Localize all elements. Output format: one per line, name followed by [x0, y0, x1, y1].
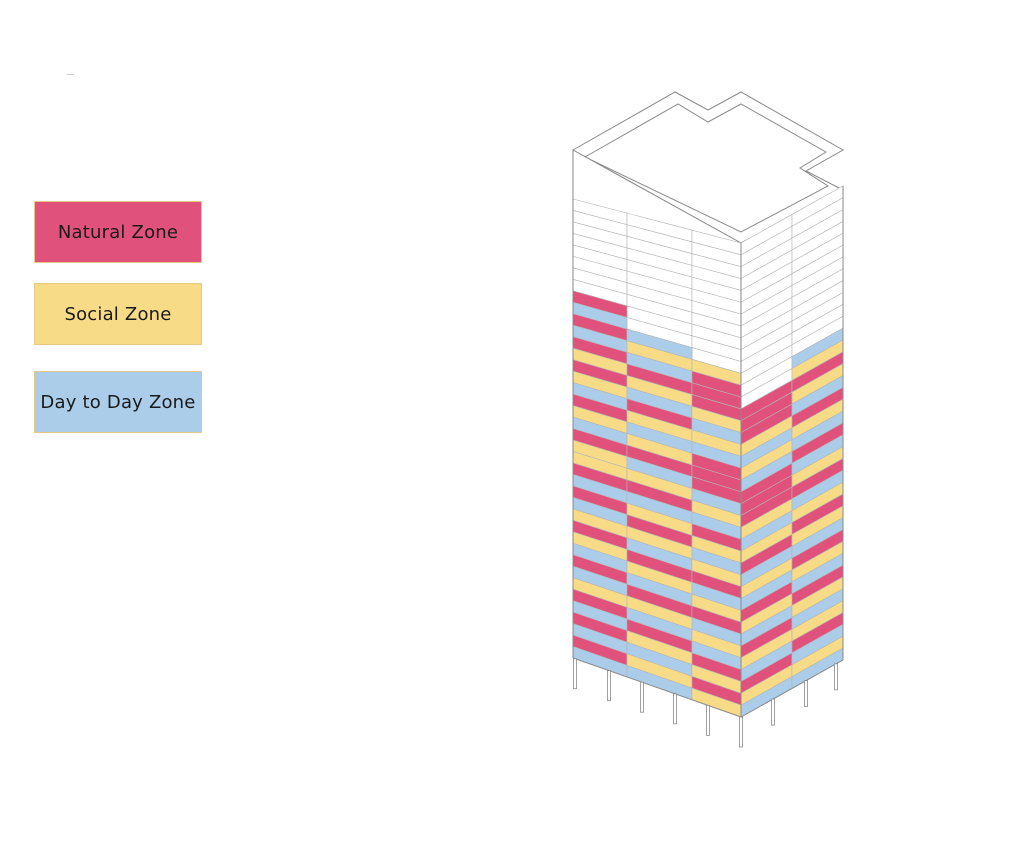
legend-natural-label: Natural Zone: [57, 221, 179, 243]
legend-daily-label: Day to Day Zone: [40, 391, 196, 413]
legend-social-zone: Social Zone: [34, 283, 202, 345]
tower-zone-bands: [572, 185, 844, 718]
column-left-5: [739, 716, 743, 748]
column-left-3: [673, 693, 677, 725]
legend-social-label: Social Zone: [64, 303, 172, 325]
edge-bottom-left: [572, 657, 742, 718]
legend-natural-zone: Natural Zone: [34, 201, 202, 263]
column-left-0: [573, 658, 577, 690]
tower-pilotis: [573, 658, 838, 748]
column-right-0: [771, 698, 775, 726]
column-left-2: [640, 681, 644, 713]
stray-mark: [67, 74, 74, 75]
legend-day-to-day-zone: Day to Day Zone: [34, 371, 202, 433]
column-right-2: [834, 663, 838, 691]
roof-parapet: [583, 103, 829, 233]
column-left-4: [706, 705, 710, 736]
column-right-1: [804, 680, 808, 707]
edge-bottom-right: [740, 659, 844, 718]
column-left-1: [607, 670, 611, 702]
